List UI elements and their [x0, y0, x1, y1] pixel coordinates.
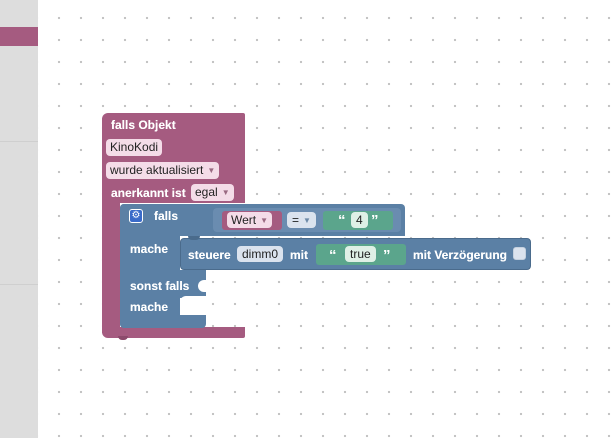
control-object-field[interactable]: dimm0 — [237, 246, 284, 262]
if-block-spine — [120, 204, 180, 328]
close-quote-icon: ” — [383, 247, 391, 264]
gear-icon[interactable]: ⚙ — [129, 209, 143, 223]
chevron-down-icon: ▼ — [221, 188, 230, 197]
trigger-dropdown[interactable]: wurde aktualisiert▼ — [106, 162, 220, 179]
event-title: falls Objekt — [111, 118, 176, 132]
toolbox-category-selected[interactable] — [0, 27, 38, 46]
else-if-label: sonst falls — [130, 279, 190, 293]
if-block-bottom-row — [120, 315, 206, 328]
ack-option-label: egal — [195, 185, 218, 199]
compare-text-field[interactable]: 4 — [351, 212, 368, 228]
delay-label: mit Verzögerung — [413, 248, 508, 262]
open-quote-icon: “ — [329, 247, 337, 264]
else-do-label: mache — [130, 300, 169, 314]
variable-dropdown[interactable]: Wert▼ — [227, 212, 273, 228]
event-block-footer — [102, 327, 245, 338]
chevron-down-icon: ▼ — [260, 216, 269, 225]
toolbox-separator — [0, 141, 38, 142]
compare-text-value: 4 — [356, 213, 363, 227]
event-block-next-connector — [118, 336, 128, 340]
ack-label: anerkannt ist — [111, 186, 186, 200]
with-label: mit — [290, 248, 308, 262]
operator-dropdown[interactable]: =▼ — [287, 212, 316, 228]
control-text-value: true — [350, 247, 371, 261]
open-quote-icon: “ — [338, 212, 346, 229]
chevron-down-icon: ▼ — [207, 166, 216, 175]
delay-checkbox[interactable] — [513, 247, 526, 260]
variable-name: Wert — [231, 213, 257, 227]
event-block-spine — [102, 200, 120, 333]
trigger-option-label: wurde aktualisiert — [110, 163, 204, 177]
control-block-prev-connector — [188, 236, 200, 240]
object-id-value: KinoKodi — [110, 140, 159, 154]
control-label: steuere — [188, 248, 231, 262]
close-quote-icon: ” — [371, 212, 379, 229]
toolbox-sidebar — [0, 0, 38, 438]
object-id-field[interactable]: KinoKodi — [106, 139, 163, 156]
chevron-down-icon: ▼ — [303, 216, 311, 225]
else-do-slot[interactable] — [180, 296, 206, 315]
control-object-value: dimm0 — [242, 247, 279, 261]
toolbox-separator — [0, 284, 38, 285]
operator-value: = — [292, 213, 300, 227]
if-block-else-row — [120, 270, 206, 298]
control-text-field[interactable]: true — [345, 246, 376, 262]
ack-dropdown[interactable]: egal▼ — [191, 184, 234, 201]
do-label: mache — [130, 242, 169, 256]
if-label: falls — [154, 209, 179, 223]
else-if-input-slot[interactable] — [198, 280, 206, 292]
